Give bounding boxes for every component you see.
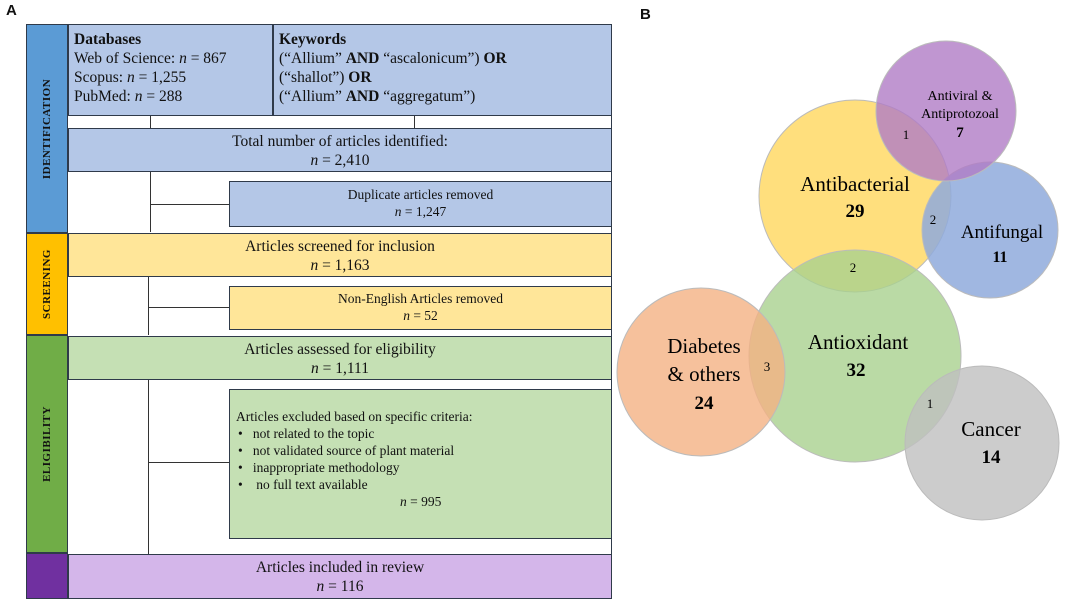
overlap-antibacterial-antifungal: 2 xyxy=(930,212,937,227)
arrow-databases xyxy=(150,116,151,128)
panel-b-letter: B xyxy=(640,6,651,23)
duplicates-box: Duplicate articles removed n = 1,247 xyxy=(229,181,612,227)
antiviral-circle xyxy=(875,40,1017,182)
excluded-item: • not related to the topic xyxy=(238,426,375,441)
eligibility-bar: ELIGIBILITY xyxy=(26,335,68,553)
overlap-antibacterial-antioxidant: 2 xyxy=(850,260,857,275)
diabetes-circle xyxy=(616,287,786,457)
panel-a-letter: A xyxy=(6,2,17,19)
screened-label: Articles screened for inclusion xyxy=(245,238,435,255)
keywords-title: Keywords xyxy=(279,31,347,48)
duplicates-count: n = 1,247 xyxy=(394,204,447,219)
keywords-line-2: (“shallot”) OR xyxy=(279,69,372,86)
keywords-box: Keywords (“Allium” AND “ascalonicum”) OR… xyxy=(273,24,612,116)
antiviral-label-2: Antiprotozoal xyxy=(921,107,999,122)
arrow-duplicates xyxy=(150,204,229,205)
antibacterial-count: 29 xyxy=(846,201,865,222)
included-bar xyxy=(26,553,68,599)
included-label: Articles included in review xyxy=(255,559,425,576)
arrow-non-english xyxy=(148,307,229,308)
non-english-box: Non-English Articles removed n = 52 xyxy=(229,286,612,330)
cancer-count: 14 xyxy=(982,447,1002,468)
screening-bar: SCREENING xyxy=(26,233,68,335)
excluded-label: Articles excluded based on specific crit… xyxy=(236,409,473,424)
databases-scopus: Scopus: n = 1,255 xyxy=(74,69,187,86)
arrow-screened-down xyxy=(148,277,149,335)
antifungal-label: Antifungal xyxy=(961,222,1043,243)
databases-pubmed: PubMed: n = 288 xyxy=(74,88,183,105)
included-box: Articles included in review n = 116 xyxy=(68,554,612,599)
cancer-circle xyxy=(904,365,1060,521)
assessed-count: n = 1,111 xyxy=(311,360,369,377)
excluded-item: • no full text available xyxy=(238,477,368,492)
duplicates-label: Duplicate articles removed xyxy=(347,187,494,202)
diabetes-label-2: & others xyxy=(668,362,741,386)
cancer-label: Cancer xyxy=(961,417,1020,441)
overlap-diabetes-antioxidant: 3 xyxy=(764,359,771,374)
total-count: n = 2,410 xyxy=(310,152,370,169)
overlap-antioxidant-cancer: 1 xyxy=(927,396,934,411)
total-box: Total number of articles identified: n =… xyxy=(68,128,612,172)
screened-box: Articles screened for inclusion n = 1,16… xyxy=(68,233,612,277)
databases-title: Databases xyxy=(74,31,142,48)
keywords-line-3: (“Allium” AND “aggregatum”) xyxy=(279,88,476,105)
arrow-keywords xyxy=(414,116,415,128)
screened-count: n = 1,163 xyxy=(310,257,370,274)
excluded-item: • inappropriate methodology xyxy=(238,460,400,475)
excluded-count: n = 995 xyxy=(400,494,442,509)
diabetes-count: 24 xyxy=(695,393,715,414)
overlap-antibacterial-antiviral: 1 xyxy=(903,127,910,142)
identification-bar: IDENTIFICATION xyxy=(26,24,68,233)
excluded-box: Articles excluded based on specific crit… xyxy=(229,389,612,539)
antibacterial-label: Antibacterial xyxy=(800,172,910,196)
antiviral-count: 7 xyxy=(956,125,964,141)
included-count: n = 116 xyxy=(316,578,364,595)
diabetes-label-1: Diabetes xyxy=(667,334,740,358)
antifungal-count: 11 xyxy=(992,249,1007,266)
antiviral-label-1: Antiviral & xyxy=(928,89,993,104)
assessed-box: Articles assessed for eligibility n = 1,… xyxy=(68,336,612,380)
non-english-count: n = 52 xyxy=(403,308,438,323)
non-english-label: Non-English Articles removed xyxy=(338,291,503,306)
excluded-item: • not validated source of plant material xyxy=(238,443,455,458)
arrow-excluded xyxy=(148,462,229,463)
arrow-total-down xyxy=(150,172,151,232)
keywords-line-1: (“Allium” AND “ascalonicum”) OR xyxy=(279,50,507,67)
assessed-label: Articles assessed for eligibility xyxy=(244,341,436,358)
antioxidant-count: 32 xyxy=(847,360,866,381)
databases-box: Databases Web of Science: n = 867 Scopus… xyxy=(68,24,273,116)
databases-wos: Web of Science: n = 867 xyxy=(74,50,227,67)
arrow-assessed-down xyxy=(148,380,149,554)
antioxidant-label: Antioxidant xyxy=(808,330,908,354)
total-label: Total number of articles identified: xyxy=(232,133,448,150)
